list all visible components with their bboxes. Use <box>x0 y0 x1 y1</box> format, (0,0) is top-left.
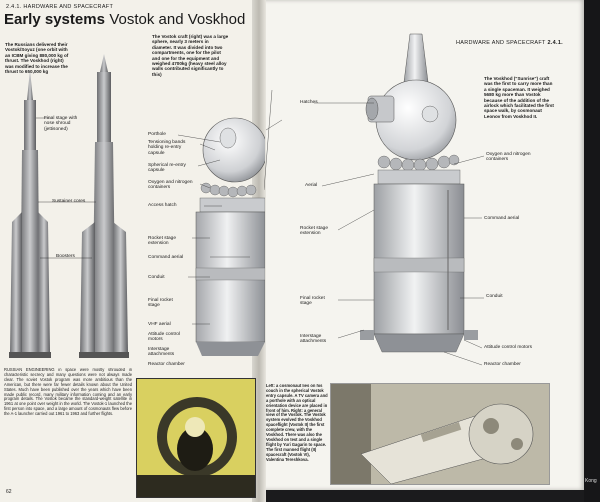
page-edge: Kong <box>584 0 600 502</box>
label-porthole: Porthole <box>148 132 166 137</box>
vostok-caption: The Vostok craft (right) was a large sph… <box>152 34 229 77</box>
label-attitude-motors-right: Attitude control motors <box>484 345 532 350</box>
section-header-right: HARDWARE AND SPACECRAFT 2.4.1. <box>456 40 563 46</box>
section-header-left: 2.4.1. HARDWARE AND SPACECRAFT <box>6 4 113 10</box>
label-command-aerial: Command aerial <box>148 255 184 260</box>
label-conduit-right: Conduit <box>486 294 503 299</box>
rocket-label-final-stage: Final stage with nose shroud (jettisoned… <box>44 116 78 132</box>
label-tensioning-bands: Tensioning bands holding re-entry capsul… <box>148 140 186 156</box>
rocket-label-boosters: Boosters <box>56 254 75 259</box>
leader-lines-left <box>177 134 250 325</box>
vostok-rocket <box>9 70 51 358</box>
title-bold: Early systems <box>4 11 105 28</box>
voskhod-rocket <box>79 54 129 358</box>
body-text: RUSSIAN ENGINEERING in space were mostly… <box>4 368 132 417</box>
section-number-right: 2.4.1. <box>547 40 564 46</box>
voskhod-spacecraft-drawing <box>360 33 478 353</box>
label-command-aerial-right: Command aerial <box>484 216 520 221</box>
section-name-right: HARDWARE AND SPACECRAFT <box>456 40 546 46</box>
label-reactor-chamber: Reactor chamber <box>148 362 185 367</box>
label-hatches: Hatches <box>300 100 318 105</box>
label-final-rocket-stage: Final rocket stage <box>148 298 173 309</box>
folio-left: 62 <box>6 489 12 495</box>
vostok-spacecraft-drawing <box>195 117 265 356</box>
label-spherical-capsule: Spherical re-entry capsule <box>148 163 186 174</box>
label-vhf-aerial: VHF aerial <box>148 322 171 327</box>
label-interstage: Interstage attachments <box>148 347 175 358</box>
rocket-drawing <box>9 54 129 358</box>
intro-caption: The Russians delivered their Vostok/Soyu… <box>5 42 69 75</box>
photo-caption: Left: a cosmonaut lies on his couch in t… <box>266 384 328 462</box>
voskhod-caption: The Voskhod ("Sunrise") craft was the fi… <box>484 76 554 119</box>
label-conduit: Conduit <box>148 275 165 280</box>
page-title: Early systems Vostok and Voskhod <box>4 11 245 29</box>
voskhod-photo <box>330 383 550 485</box>
label-final-stage-right: Final rocket stage <box>300 296 325 307</box>
label-access-hatch: Access hatch <box>148 203 177 208</box>
label-interstage-right: Interstage attachments <box>300 334 327 345</box>
label-oxygen-containers: Oxygen and nitrogen containers <box>148 180 193 191</box>
label-aerial: Aerial <box>305 183 318 188</box>
label-oxygen-nitrogen: Oxygen and nitrogen containers <box>486 152 531 163</box>
label-reactor-chamber-right: Reactor chamber <box>484 362 521 367</box>
edge-text: Kong <box>585 478 597 484</box>
section-name: HARDWARE AND SPACECRAFT <box>23 4 114 10</box>
rocket-label-sustainer: Sustainer cores <box>52 199 86 204</box>
label-rocket-stage-extension: Rocket stage extension <box>148 236 176 247</box>
title-light: Vostok and Voskhod <box>109 11 246 28</box>
label-attitude-motors: Attitude control motors <box>148 332 180 343</box>
section-number: 2.4.1. <box>6 4 22 10</box>
cosmonaut-photo <box>136 378 256 498</box>
label-rocket-stage-ext-right: Rocket stage extension <box>300 226 328 237</box>
leader-lines-right <box>264 90 485 366</box>
